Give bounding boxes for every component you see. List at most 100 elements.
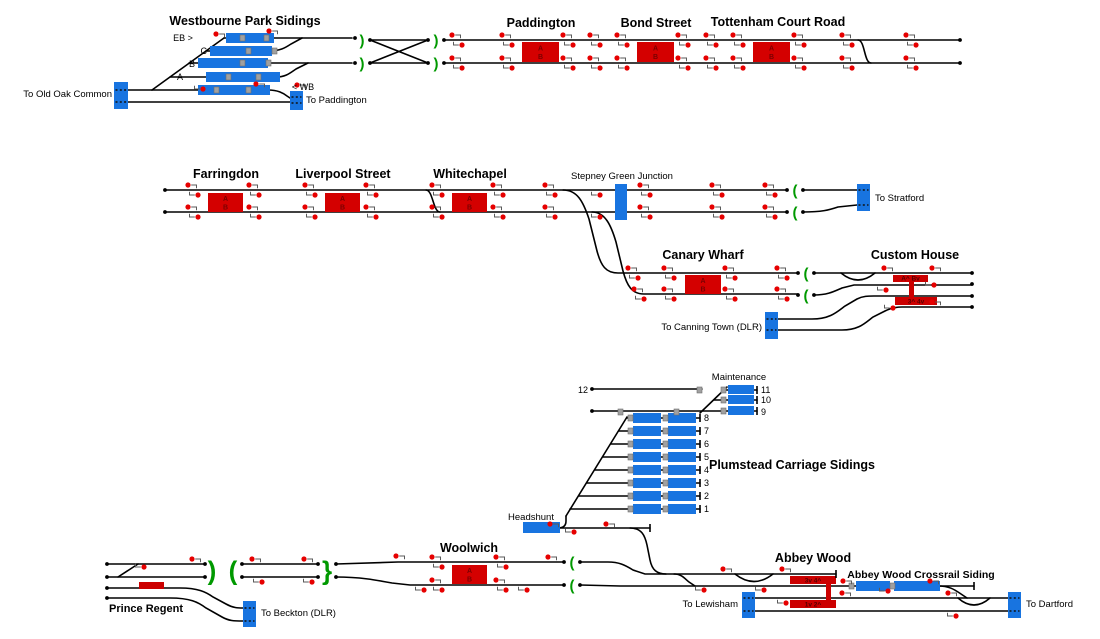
signal-lamp[interactable] <box>624 42 630 48</box>
signal-lamp[interactable] <box>587 32 593 38</box>
signal-lamp[interactable] <box>675 55 681 61</box>
signal-lamp[interactable] <box>560 55 566 61</box>
signal-lamp[interactable] <box>839 32 845 38</box>
signal-lamp[interactable] <box>597 65 603 71</box>
signal-lamp[interactable] <box>849 42 855 48</box>
platform-bar[interactable] <box>790 576 836 584</box>
siding-berth-block[interactable] <box>633 478 661 488</box>
signal-lamp[interactable] <box>524 587 530 593</box>
points-indicator[interactable] <box>673 408 680 416</box>
signal-lamp[interactable] <box>839 55 845 61</box>
signal-lamp[interactable] <box>141 564 147 570</box>
siding-berth-block[interactable] <box>668 478 696 488</box>
points-indicator[interactable] <box>239 34 246 42</box>
points-indicator[interactable] <box>889 582 896 590</box>
signal-lamp[interactable] <box>890 305 896 311</box>
station-berth-box[interactable] <box>325 193 360 212</box>
signal-lamp[interactable] <box>571 529 577 535</box>
signal-lamp[interactable] <box>195 192 201 198</box>
signal-lamp[interactable] <box>647 214 653 220</box>
signal-lamp[interactable] <box>429 182 435 188</box>
signal-lamp[interactable] <box>762 204 768 210</box>
points-indicator[interactable] <box>720 396 727 404</box>
signal-lamp[interactable] <box>637 204 643 210</box>
signal-lamp[interactable] <box>929 299 935 305</box>
signal-lamp[interactable] <box>246 204 252 210</box>
signal-lamp[interactable] <box>449 55 455 61</box>
signal-lamp[interactable] <box>685 42 691 48</box>
signal-lamp[interactable] <box>500 192 506 198</box>
destination-box[interactable] <box>290 91 303 110</box>
signal-lamp[interactable] <box>703 55 709 61</box>
signal-lamp[interactable] <box>312 192 318 198</box>
siding-berth-block[interactable] <box>728 385 754 394</box>
signal-lamp[interactable] <box>459 65 465 71</box>
signal-lamp[interactable] <box>256 192 262 198</box>
signal-lamp[interactable] <box>490 204 496 210</box>
signal-lamp[interactable] <box>597 214 603 220</box>
points-indicator[interactable] <box>662 479 669 487</box>
points-indicator[interactable] <box>213 86 220 94</box>
signal-lamp[interactable] <box>301 556 307 562</box>
signal-lamp[interactable] <box>784 275 790 281</box>
signal-lamp[interactable] <box>671 296 677 302</box>
signal-lamp[interactable] <box>671 275 677 281</box>
signal-lamp[interactable] <box>839 590 845 596</box>
signal-lamp[interactable] <box>266 28 272 34</box>
destination-box[interactable] <box>114 82 128 109</box>
signal-lamp[interactable] <box>929 265 935 271</box>
siding-berth-block[interactable] <box>198 85 270 95</box>
points-indicator[interactable] <box>265 59 272 67</box>
signal-lamp[interactable] <box>801 65 807 71</box>
offpage-connector[interactable]: ( <box>570 554 575 571</box>
signal-lamp[interactable] <box>881 265 887 271</box>
signal-lamp[interactable] <box>762 182 768 188</box>
siding-berth-block[interactable] <box>633 504 661 514</box>
signal-lamp[interactable] <box>903 55 909 61</box>
points-indicator[interactable] <box>627 440 634 448</box>
signal-lamp[interactable] <box>709 182 715 188</box>
signal-lamp[interactable] <box>309 579 315 585</box>
signal-lamp[interactable] <box>373 192 379 198</box>
signal-lamp[interactable] <box>393 553 399 559</box>
signal-lamp[interactable] <box>570 65 576 71</box>
station-berth-box[interactable] <box>685 275 721 294</box>
siding-berth-block[interactable] <box>668 491 696 501</box>
points-indicator[interactable] <box>696 386 703 394</box>
points-indicator[interactable] <box>627 453 634 461</box>
destination-box[interactable] <box>765 312 778 339</box>
signal-lamp[interactable] <box>740 42 746 48</box>
siding-berth-block[interactable] <box>728 395 754 404</box>
signal-lamp[interactable] <box>783 600 789 606</box>
signal-lamp[interactable] <box>791 55 797 61</box>
signal-lamp[interactable] <box>597 42 603 48</box>
offpage-connector[interactable]: } <box>322 555 332 585</box>
siding-berth-block[interactable] <box>668 413 696 423</box>
signal-lamp[interactable] <box>913 42 919 48</box>
signal-lamp[interactable] <box>719 214 725 220</box>
platform-bar[interactable] <box>790 600 836 608</box>
signal-lamp[interactable] <box>499 32 505 38</box>
station-berth-box[interactable] <box>208 193 243 212</box>
signal-lamp[interactable] <box>713 42 719 48</box>
points-indicator[interactable] <box>662 505 669 513</box>
signal-lamp[interactable] <box>624 65 630 71</box>
station-berth-box[interactable] <box>452 193 487 212</box>
signal-lamp[interactable] <box>774 265 780 271</box>
signal-lamp[interactable] <box>885 588 891 594</box>
signal-lamp[interactable] <box>840 578 846 584</box>
signal-lamp[interactable] <box>587 55 593 61</box>
siding-berth-block[interactable] <box>668 465 696 475</box>
signal-lamp[interactable] <box>730 55 736 61</box>
siding-berth-block[interactable] <box>633 439 661 449</box>
signal-lamp[interactable] <box>503 564 509 570</box>
signal-lamp[interactable] <box>913 65 919 71</box>
signal-lamp[interactable] <box>945 590 951 596</box>
signal-lamp[interactable] <box>499 55 505 61</box>
siding-berth-block[interactable] <box>668 439 696 449</box>
signal-lamp[interactable] <box>294 82 300 88</box>
signal-lamp[interactable] <box>439 587 445 593</box>
offpage-connector[interactable]: ( <box>793 204 798 221</box>
signal-lamp[interactable] <box>675 32 681 38</box>
points-indicator[interactable] <box>617 408 624 416</box>
